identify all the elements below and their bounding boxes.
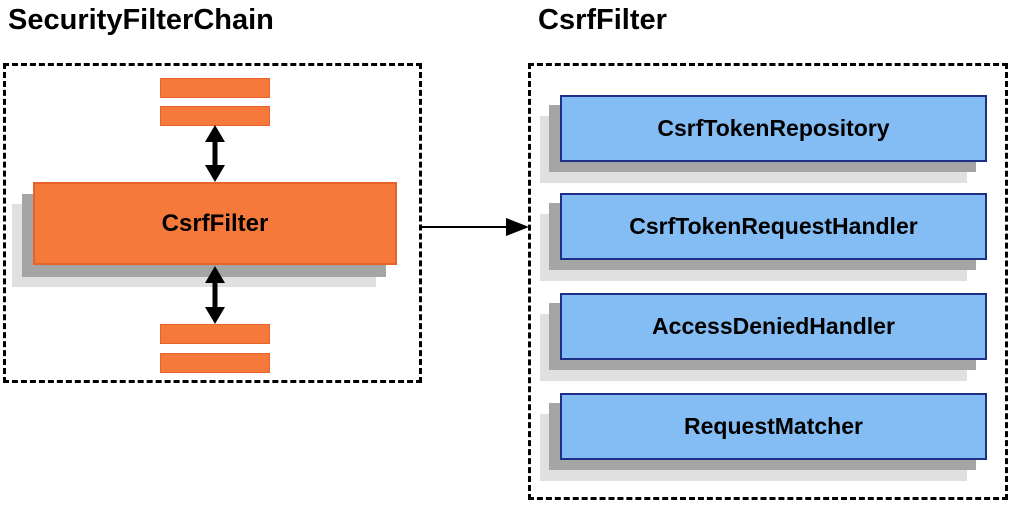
csrf-filter-box-label: CsrfFilter [161, 209, 269, 237]
left-group-title: SecurityFilterChain [8, 4, 274, 36]
component-box-request-matcher: RequestMatcher [560, 393, 987, 460]
component-box-csrf-token-request-handler: CsrfTokenRequestHandler [560, 193, 987, 260]
component-box-csrf-token-repository: CsrfTokenRepository [560, 95, 987, 162]
security-filter-chain-container [3, 63, 422, 383]
component-box-access-denied-handler: AccessDeniedHandler [560, 293, 987, 360]
component-box-label: CsrfTokenRequestHandler [629, 213, 918, 239]
double-arrow-vertical-icon [205, 125, 225, 182]
filter-placeholder-bar [160, 106, 270, 126]
filter-placeholder-bar [160, 78, 270, 98]
component-box-label: CsrfTokenRepository [657, 115, 890, 141]
double-arrow-vertical-icon [205, 266, 225, 324]
component-box-label: RequestMatcher [684, 413, 863, 439]
filter-placeholder-bar [160, 353, 270, 373]
csrf-filter-container [528, 63, 1008, 500]
filter-placeholder-bar [160, 324, 270, 344]
right-arrow-icon [422, 218, 529, 236]
right-group-title: CsrfFilter [538, 4, 667, 36]
component-box-label: AccessDeniedHandler [652, 313, 895, 339]
csrf-filter-box: CsrfFilter [33, 182, 397, 265]
